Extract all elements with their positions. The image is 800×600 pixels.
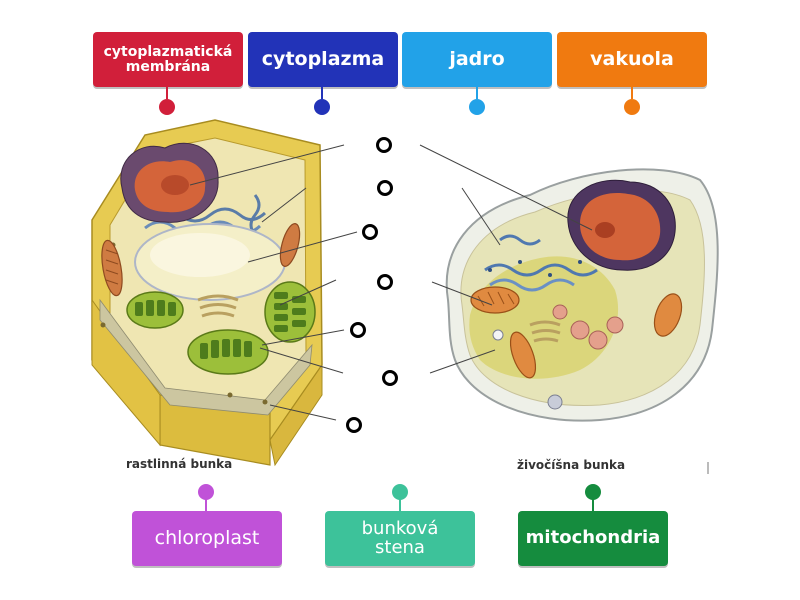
label-tile-text: mitochondria	[525, 527, 661, 549]
label-tile-nucleus[interactable]: jadro	[402, 32, 552, 87]
drop-target-circle[interactable]	[377, 180, 393, 196]
label-tile-text: cytoplazma	[261, 47, 385, 70]
animal-cell-illustration	[445, 168, 719, 422]
drop-target-circle[interactable]	[350, 322, 366, 338]
connector-stem	[205, 499, 207, 511]
connector-stem	[399, 499, 401, 511]
label-tile-vacuole[interactable]: vakuola	[557, 32, 707, 87]
connector-dot[interactable]	[159, 99, 175, 115]
label-tile-mitochondria[interactable]: mitochondria	[518, 511, 668, 566]
leader-lines	[189, 144, 593, 421]
label-tile-chloroplast[interactable]: chloroplast	[132, 511, 282, 566]
label-tile-cytoplasmic-membrane[interactable]: cytoplazmatická membrána	[93, 32, 243, 87]
drop-target-circle[interactable]	[377, 274, 393, 290]
connector-dot[interactable]	[624, 99, 640, 115]
plant-cell-caption: rastlinná bunka	[126, 457, 233, 471]
connector-dot[interactable]	[585, 484, 601, 500]
drop-target-circle[interactable]	[346, 417, 362, 433]
label-tile-text: chloroplast	[154, 526, 260, 549]
label-tile-text: vakuola	[590, 47, 674, 70]
drop-target-circle[interactable]	[376, 137, 392, 153]
connector-stem	[476, 87, 478, 99]
label-tile-text: cytoplazmatická membrána	[103, 43, 233, 75]
connector-stem	[592, 499, 594, 511]
connector-stem	[631, 87, 633, 99]
label-tile-text: jadro	[449, 47, 505, 70]
label-tile-text: bunková stena	[361, 517, 439, 558]
plant-cell-illustration	[91, 119, 323, 467]
drop-target-circle[interactable]	[362, 224, 378, 240]
connector-stem	[321, 87, 323, 99]
animal-cell-caption: živočíšna bunka	[517, 458, 626, 472]
connector-dot[interactable]	[469, 99, 485, 115]
connector-dot[interactable]	[314, 99, 330, 115]
connector-dot[interactable]	[198, 484, 214, 500]
label-tile-cytoplasm[interactable]: cytoplazma	[248, 32, 398, 87]
label-tile-cell-wall[interactable]: bunková stena	[325, 511, 475, 566]
connector-stem	[166, 87, 168, 99]
drop-target-circle[interactable]	[382, 370, 398, 386]
connector-dot[interactable]	[392, 484, 408, 500]
